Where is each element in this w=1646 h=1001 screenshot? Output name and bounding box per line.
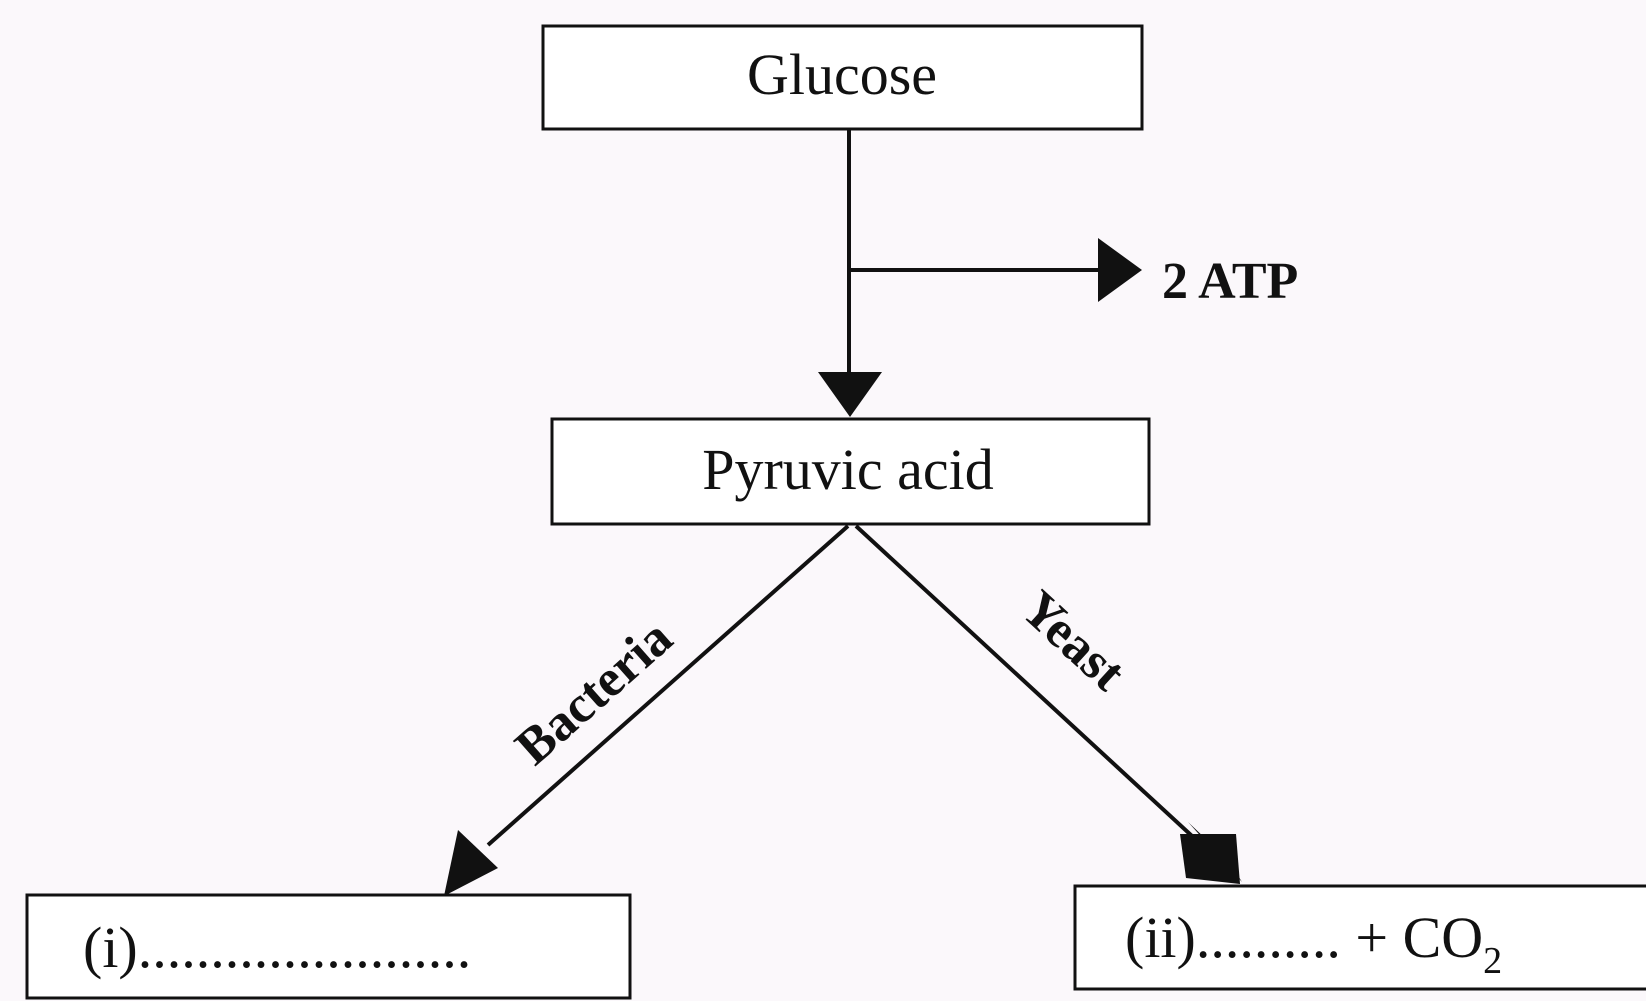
- pyruvic-acid-box: [550, 417, 1151, 526]
- glucose-label: Glucose: [747, 42, 937, 107]
- bacteria-line: [486, 524, 850, 847]
- yeast-line: [854, 524, 1207, 850]
- product-i-node: (i).......................: [25, 893, 632, 1000]
- pyruvate-arrowhead: [818, 372, 882, 417]
- product-i-label: (i).......................: [83, 915, 471, 980]
- glucose-node: Glucose: [541, 24, 1144, 131]
- product-ii-label: (ii).......... + CO2: [1125, 905, 1502, 982]
- glucose-box: [541, 24, 1144, 131]
- product-ii-node: (ii).......... + CO2: [1073, 884, 1646, 991]
- pyruvic-acid-node: Pyruvic acid: [550, 417, 1151, 526]
- product-ii-co: + CO: [1341, 905, 1483, 970]
- product-i-box: [25, 893, 632, 1000]
- bacteria-arrowhead: [444, 830, 498, 896]
- co2-subscript: 2: [1483, 940, 1502, 982]
- product-ii-blank: (ii)..........: [1125, 905, 1341, 970]
- yeast-arrowhead: [1180, 834, 1240, 884]
- pyruvic-acid-label: Pyruvic acid: [702, 437, 994, 502]
- atp-label: 2 ATP: [1162, 253, 1298, 310]
- product-ii-box: [1073, 884, 1646, 991]
- atp-arrowhead: [1098, 238, 1142, 302]
